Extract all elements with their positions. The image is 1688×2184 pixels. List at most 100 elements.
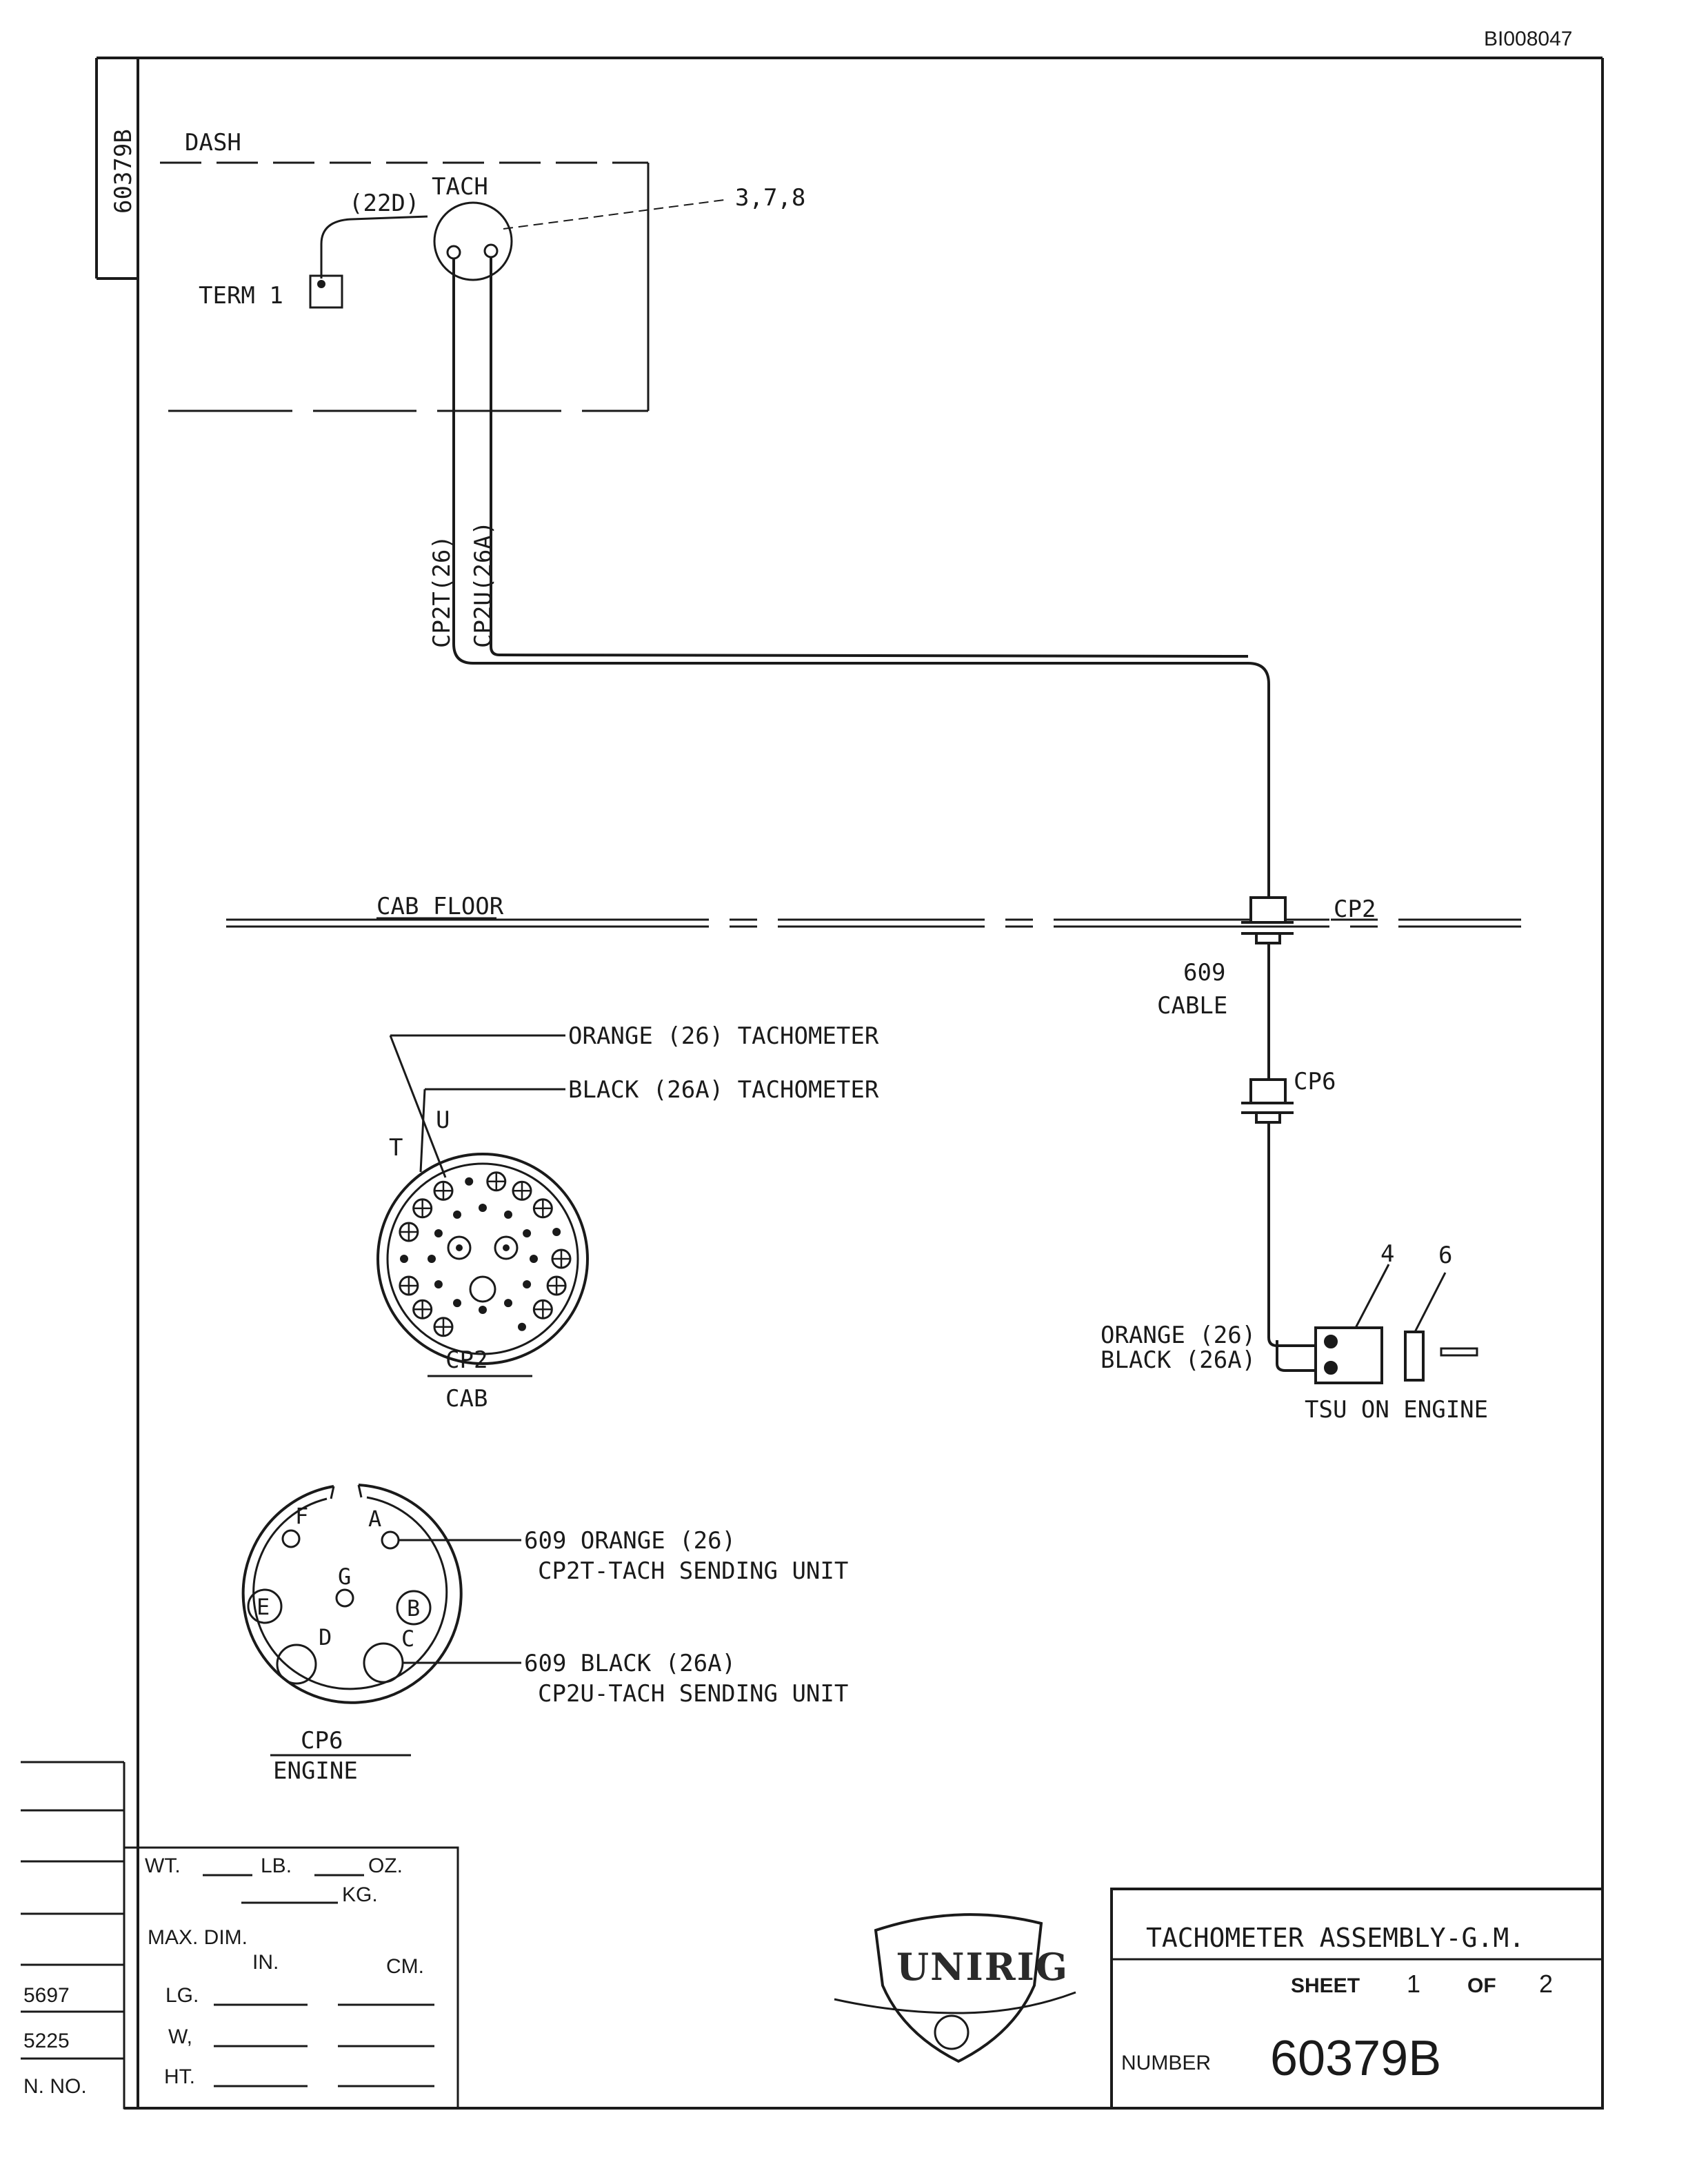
side-number: 60379B [110, 129, 137, 214]
cp2-small-contact [523, 1280, 532, 1288]
wire-22d-label: (22D) [349, 190, 419, 217]
max-dim-label: MAX. DIM. [148, 1926, 248, 1949]
cp2-bulkhead-label: CP2 [1334, 896, 1376, 923]
sheet-label: SHEET [1291, 1974, 1360, 1997]
cp2-small-contact [479, 1306, 487, 1314]
cp2-connector-face [376, 1034, 589, 1365]
cp2-small-contact [428, 1255, 436, 1263]
cp6-black-line1: 609 BLACK (26A) [524, 1650, 736, 1677]
cm-label: CM. [386, 1955, 424, 1978]
cp2-small-contact [434, 1229, 443, 1237]
cp2-pin [546, 1275, 567, 1296]
cp6-inline-label: CP6 [1294, 1068, 1336, 1095]
title-block [1110, 1888, 1604, 2110]
revision-margin [21, 1761, 125, 2108]
tach-sending-unit [1314, 1264, 1478, 1384]
sheet-total: 2 [1539, 1970, 1553, 1998]
revision-no-label: N. NO. [23, 2075, 87, 2098]
kg-label: KG. [342, 1883, 378, 1906]
in-label: IN. [252, 1951, 279, 1974]
tach-gauge [433, 201, 513, 281]
drawing-title: TACHOMETER ASSEMBLY-G.M. [1146, 1923, 1525, 1953]
lb-label: LB. [261, 1854, 292, 1877]
tsu-caption: TSU ON ENGINE [1305, 1396, 1488, 1424]
ref-378: 3,7,8 [735, 184, 805, 212]
cp6-black-line2: CP2U-TACH SENDING UNIT [538, 1680, 848, 1708]
w-label: W, [168, 2025, 192, 2048]
cp2-black-line: BLACK (26A) TACHOMETER [568, 1076, 879, 1104]
tach-terminal-left [446, 245, 461, 260]
tsu-black-label: BLACK (26A) [1101, 1346, 1256, 1374]
cp2t-label: CP2T(26) [428, 535, 456, 648]
svg-text:UNIRIG: UNIRIG [896, 1945, 1069, 1989]
cp2-small-contact [504, 1210, 512, 1219]
drawing-number: 60379B [1270, 2031, 1441, 2086]
cp2-coax-contact [494, 1235, 519, 1260]
cp2-pin [532, 1198, 553, 1219]
tsu-orange-label: ORANGE (26) [1101, 1322, 1256, 1349]
tach-terminal-right [483, 243, 499, 259]
cable-609-number: 609 [1183, 959, 1225, 987]
cp2-pin [399, 1275, 419, 1296]
cp2-pin-t: T [389, 1134, 403, 1162]
cp2-connector-title: CP2 [445, 1346, 488, 1374]
cp2-small-contact [518, 1322, 526, 1331]
cp2-orange-line: ORANGE (26) TACHOMETER [568, 1022, 879, 1050]
cp6-pin-e: E [257, 1594, 270, 1620]
cp2-small-contact [465, 1177, 474, 1186]
oz-label: OZ. [368, 1854, 403, 1877]
tach-label: TACH [432, 173, 488, 201]
cp2-pin [433, 1317, 454, 1337]
cp6-connector-subtitle: ENGINE [273, 1757, 358, 1785]
cp2-small-contact [434, 1280, 443, 1288]
cp2-coax-center [503, 1244, 510, 1251]
cp2-pin [551, 1248, 572, 1269]
cp2-bulkhead-connector [1241, 896, 1294, 1086]
cp2-pin [486, 1171, 507, 1192]
cable-609-word: CABLE [1157, 992, 1227, 1020]
cp2-pin [512, 1180, 532, 1201]
cp2-pin [399, 1222, 419, 1242]
cp2-pin [412, 1198, 433, 1219]
cp6-orange-line2: CP2T-TACH SENDING UNIT [538, 1557, 848, 1585]
cp6-pin-f: F [295, 1503, 308, 1529]
cp6-pin-c: C [401, 1626, 414, 1652]
cp6-pin-a: A [368, 1506, 381, 1532]
cp2-small-contact [523, 1229, 532, 1237]
cab-floor-label: CAB FLOOR [376, 893, 504, 920]
revision-number-2: 5225 [23, 2030, 70, 2052]
cp2-small-contact [530, 1255, 538, 1263]
wt-label: WT. [145, 1854, 181, 1877]
unirig-logo: UNIRIG [834, 1913, 1076, 2063]
cp2-connector-subtitle: CAB [445, 1385, 488, 1413]
cp6-pin-b: B [407, 1595, 420, 1621]
term1-block [309, 274, 343, 309]
cp6-connector-title: CP6 [301, 1727, 343, 1755]
cp6-orange-line1: 609 ORANGE (26) [524, 1527, 736, 1555]
lg-label: LG. [165, 1984, 199, 2007]
sheet-number: 1 [1407, 1970, 1420, 1998]
cp6-inline-connector [1241, 1078, 1316, 1372]
cp2-pin-field [399, 1171, 572, 1337]
cp2-small-contact [504, 1299, 512, 1308]
ht-label: HT. [164, 2065, 195, 2088]
cab-floor-line [226, 918, 1521, 928]
tach-harness [452, 258, 1270, 907]
number-label: NUMBER [1121, 2052, 1211, 2074]
cp2-small-contact [479, 1204, 487, 1212]
revision-number-1: 5697 [23, 1984, 70, 2007]
dash-region: DASH TACH (22D) TERM 1 3,7,8 [160, 129, 805, 412]
cp2-small-contact [400, 1255, 408, 1263]
tsu-ref-6: 6 [1438, 1242, 1452, 1269]
dash-label: DASH [185, 129, 241, 156]
document-id: BI008047 [1484, 28, 1572, 50]
cp2-pin-u: U [436, 1106, 450, 1134]
term1-label: TERM 1 [199, 282, 283, 310]
cp6-pin-d: D [319, 1624, 332, 1650]
cp2-center-contact [469, 1275, 496, 1303]
cp6-pin-g: G [338, 1564, 351, 1590]
cp2-small-contact [552, 1228, 561, 1237]
cp2-small-contact [453, 1210, 461, 1219]
weight-dimension-block [123, 1846, 459, 2110]
